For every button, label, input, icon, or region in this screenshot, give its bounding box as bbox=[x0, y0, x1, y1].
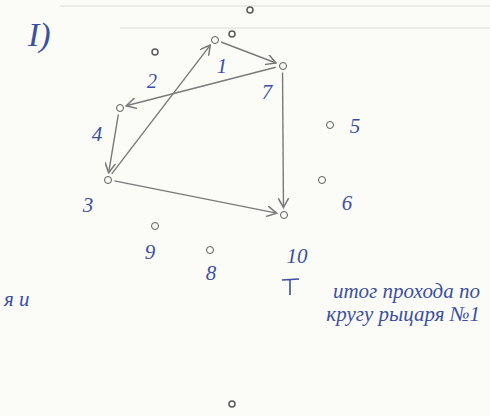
square-number: 9 bbox=[145, 241, 156, 263]
board-dot bbox=[279, 62, 287, 70]
square-number: 6 bbox=[342, 192, 353, 214]
square-label: 10 bbox=[287, 245, 308, 267]
square-label: 4 bbox=[92, 123, 103, 145]
square-number: 7 bbox=[262, 81, 273, 103]
knight-move-arrow bbox=[126, 67, 275, 106]
knight-move-arrow bbox=[221, 42, 276, 63]
tick-mark bbox=[282, 279, 299, 295]
unlabeled-dots bbox=[152, 7, 253, 407]
square-number: 10 bbox=[287, 245, 308, 267]
board-dot bbox=[206, 246, 214, 254]
board-dot bbox=[151, 222, 159, 230]
square-label: 8 bbox=[206, 262, 217, 284]
board-dot bbox=[318, 176, 326, 184]
square-label: 9 bbox=[145, 241, 156, 263]
board-dot bbox=[104, 176, 112, 184]
square-number: 1 bbox=[217, 55, 228, 77]
knight-move-arrow bbox=[114, 181, 276, 213]
ruled-lines bbox=[60, 6, 490, 28]
square-number: 8 bbox=[206, 262, 217, 284]
step-number: 2 bbox=[145, 70, 159, 92]
square-number: 4 bbox=[92, 123, 103, 145]
knight-move-arrow bbox=[282, 73, 284, 208]
square-label: 7 bbox=[262, 81, 273, 103]
board-dot bbox=[280, 211, 288, 219]
board-dot bbox=[211, 36, 219, 44]
square-label: 6 bbox=[342, 192, 353, 214]
knight-move-arrow bbox=[109, 114, 119, 172]
square-number: 3 bbox=[83, 194, 94, 216]
board-dot bbox=[116, 104, 124, 112]
knight-move-arrow bbox=[112, 45, 210, 174]
square-label: 3 bbox=[83, 194, 94, 216]
square-label: 5 bbox=[350, 115, 361, 137]
handwritten-note: я и bbox=[4, 288, 30, 311]
board-dot bbox=[326, 121, 334, 129]
square-label: 1 bbox=[217, 55, 228, 77]
handwritten-note: итог прохода по кругу рыцаря №1 bbox=[292, 280, 480, 326]
handwritten-note: I) bbox=[28, 16, 51, 53]
square-number: 5 bbox=[350, 115, 361, 137]
